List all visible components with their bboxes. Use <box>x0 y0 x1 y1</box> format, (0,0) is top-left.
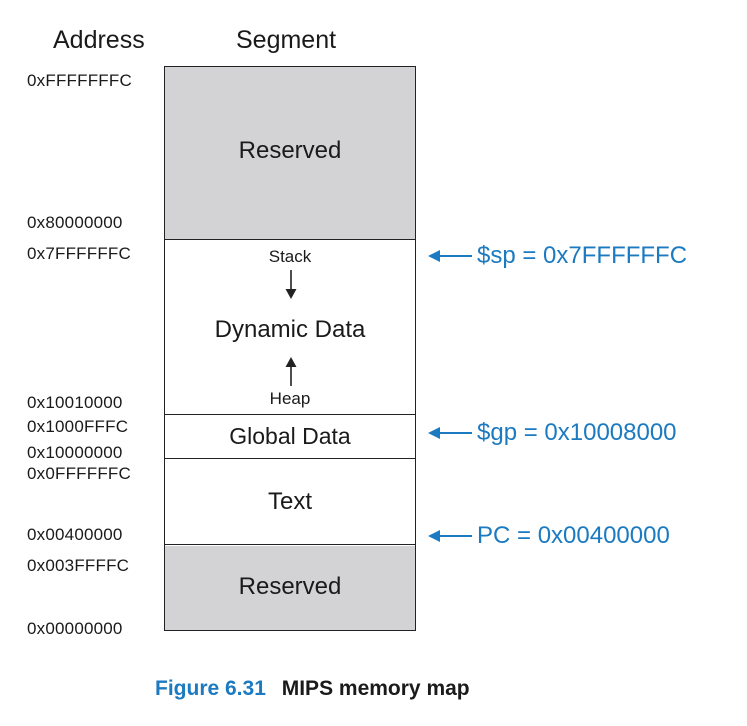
figure-number: Figure 6.31 <box>155 677 266 700</box>
segment-reserved-bottom: Reserved <box>165 546 415 630</box>
heap-label: Heap <box>269 389 311 408</box>
segment-divider <box>165 544 415 545</box>
segment-label: Text <box>267 488 312 515</box>
address-label: 0xFFFFFFFC <box>27 71 132 90</box>
address-label: 0x003FFFFC <box>27 556 130 575</box>
segment-label: Dynamic Data <box>214 316 366 343</box>
segment-reserved-top: Reserved <box>165 67 415 240</box>
address-label: 0x7FFFFFFC <box>27 244 131 263</box>
figure-caption: Figure 6.31 MIPS memory map <box>155 678 470 699</box>
segment-label: Reserved <box>238 573 342 600</box>
segment-global-data: Global Data <box>165 416 415 458</box>
global-pointer-label: $gp = 0x10008000 <box>477 419 677 446</box>
address-label: 0x10010000 <box>27 393 123 412</box>
segment-divider <box>165 239 415 240</box>
figure-title: MIPS memory map <box>281 677 470 700</box>
heap-growth-arrow-icon <box>285 357 297 386</box>
program-counter-label: PC = 0x00400000 <box>477 522 670 549</box>
left-arrow-icon <box>428 427 472 439</box>
address-label: 0x00000000 <box>27 619 123 638</box>
segment-text: Text <box>165 460 415 545</box>
address-label: 0x00400000 <box>27 525 123 544</box>
address-label: 0x0FFFFFFC <box>27 464 131 483</box>
address-label: 0x10000000 <box>27 443 123 462</box>
program-counter-annotation: PC = 0x00400000 <box>428 524 670 548</box>
segment-dynamic-data: Stack Dynamic Data Heap <box>165 241 415 414</box>
stack-growth-arrow-icon <box>285 270 297 299</box>
segment-label: Global Data <box>229 423 351 449</box>
stack-pointer-annotation: $sp = 0x7FFFFFFC <box>428 244 687 268</box>
address-label: 0x1000FFFC <box>27 417 129 436</box>
segment-column-header: Segment <box>236 26 337 54</box>
global-pointer-annotation: $gp = 0x10008000 <box>428 421 677 445</box>
address-label: 0x80000000 <box>27 213 123 232</box>
segment-label: Reserved <box>238 137 342 164</box>
segment-divider <box>165 414 415 415</box>
left-arrow-icon <box>428 250 472 262</box>
stack-pointer-label: $sp = 0x7FFFFFFC <box>477 242 688 269</box>
segment-divider <box>165 458 415 459</box>
address-column-header: Address <box>53 26 145 54</box>
stack-label: Stack <box>268 247 312 266</box>
memory-map: Reserved Stack Dynamic Data Heap Global … <box>164 66 416 631</box>
left-arrow-icon <box>428 530 472 542</box>
